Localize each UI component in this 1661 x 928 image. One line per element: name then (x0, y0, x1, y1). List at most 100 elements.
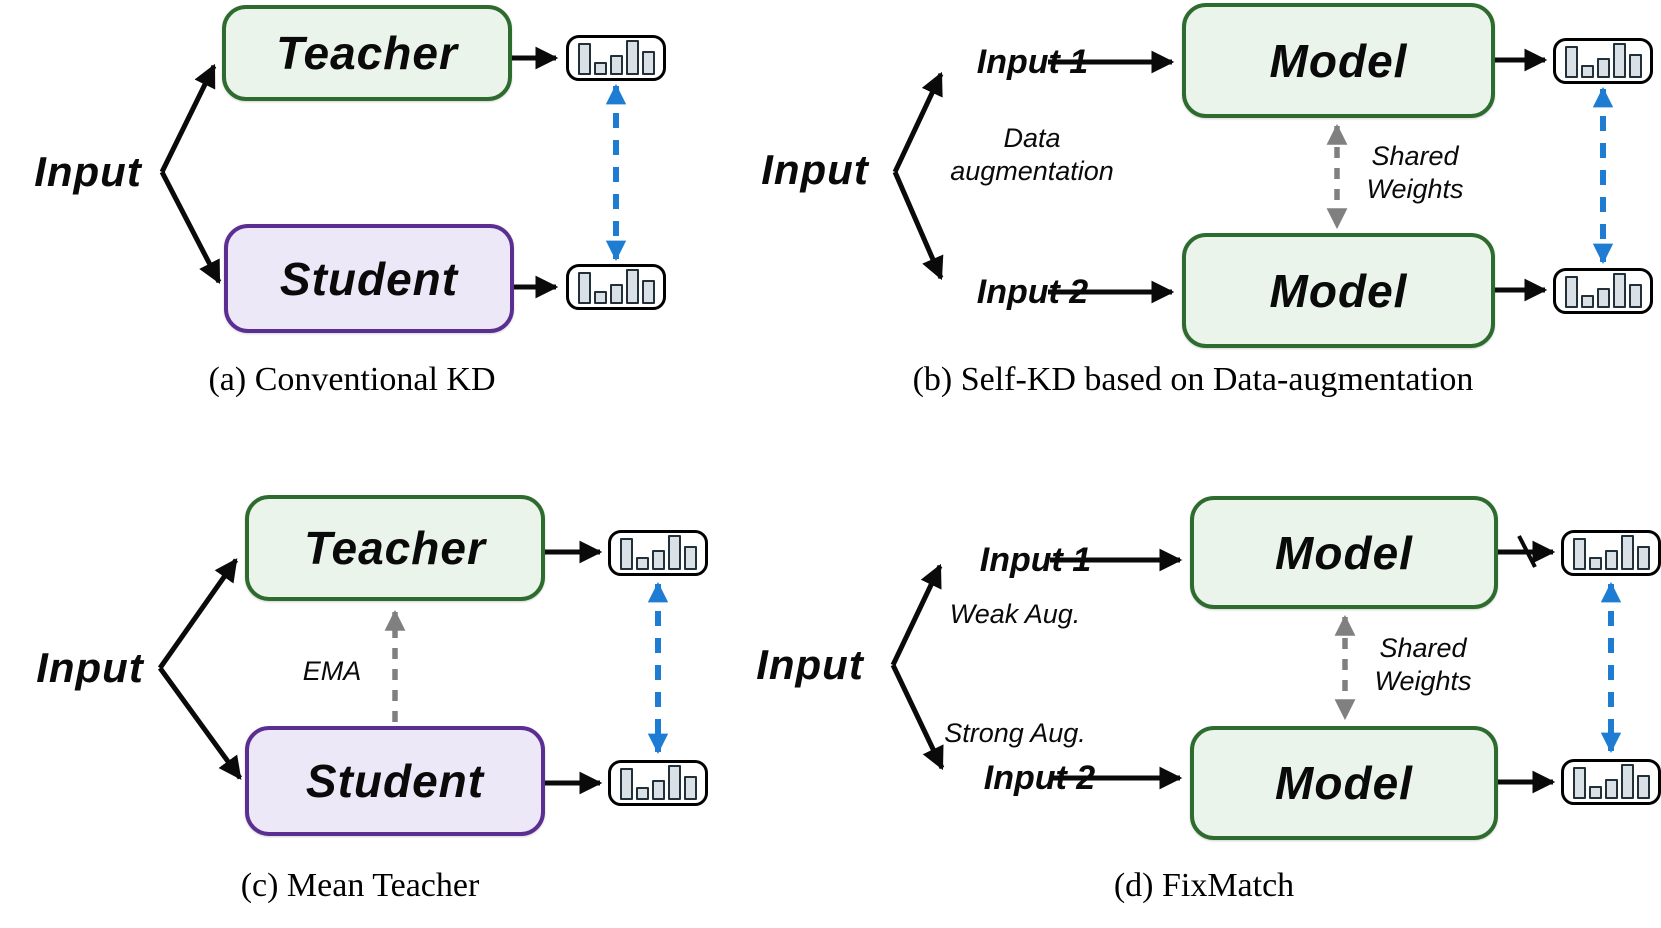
histogram-bar (1628, 53, 1642, 78)
histogram-icon (1561, 759, 1661, 805)
histogram-icon (1553, 268, 1653, 314)
panel-d-weak-aug-label: Weak Aug. (949, 599, 1081, 629)
panel-a-input-label: Input (34, 148, 142, 195)
panel-c-student-box: Student (245, 726, 545, 836)
histogram-bar (651, 779, 665, 800)
panel-d-arrows (890, 535, 1622, 794)
panel-a-teacher-box: Teacher (222, 5, 512, 101)
panel-b-arrows (892, 48, 1614, 304)
panel-d-model-top-label: Model (1275, 526, 1413, 579)
histogram-bar (609, 54, 623, 75)
histogram-bar (1612, 43, 1626, 78)
panel-b-data-augmentation-label: Data augmentation (932, 122, 1132, 188)
input-to-student-arrow (159, 170, 222, 285)
panel-c-caption: (c) Mean Teacher (240, 867, 480, 904)
panel-d-shared-weights-label: Shared Weights (1358, 632, 1488, 698)
histogram-bar (651, 549, 665, 570)
histogram-bar (593, 291, 607, 304)
histogram-bar (683, 545, 697, 570)
panel-a-teacher-label: Teacher (276, 27, 458, 79)
panel-d-model-top-box: Model (1190, 496, 1498, 609)
stop-gradient-slash-icon (1517, 535, 1537, 568)
panel-d-model-bottom-box: Model (1190, 726, 1498, 840)
panel-b-input1-label: Input 1 (976, 43, 1089, 81)
panel-c-teacher-box: Teacher (245, 495, 545, 601)
histogram-icon (566, 264, 666, 310)
input-branch-top-arrow (890, 563, 943, 667)
histogram-icon (608, 760, 708, 806)
panel-b-input-label: Input (761, 146, 869, 193)
histogram-bar (625, 269, 639, 304)
histogram-bar (1604, 778, 1618, 799)
histogram-bar (577, 272, 591, 304)
histogram-bar (1588, 557, 1602, 570)
histogram-bar (577, 43, 591, 75)
histogram-icon (1561, 530, 1661, 576)
histogram-bar (609, 283, 623, 304)
histogram-bar (1564, 276, 1578, 308)
histogram-bar (1572, 538, 1586, 570)
histogram-icon (566, 35, 666, 81)
panel-d-input2-label: Input 2 (983, 759, 1096, 797)
histogram-bar (1636, 774, 1650, 799)
histogram-bar (1628, 283, 1642, 308)
panel-d-input-label: Input (756, 641, 864, 688)
panel-b-model-top-label: Model (1269, 34, 1408, 87)
panel-b-caption: (b) Self-KD based on Data-augmentation (912, 361, 1474, 398)
histogram-bar (1604, 549, 1618, 570)
panel-b-model-bottom-box: Model (1182, 233, 1495, 348)
histogram-bar (641, 50, 655, 75)
panel-d-strong-aug-label: Strong Aug. (944, 718, 1086, 748)
panel-b-shared-weights-label: Shared Weights (1350, 140, 1480, 206)
histogram-bar (635, 557, 649, 570)
histogram-bar (1620, 535, 1634, 570)
histogram-bar (1596, 287, 1610, 308)
histogram-bar (1580, 295, 1594, 308)
histogram-bar (683, 775, 697, 800)
histogram-icon (1553, 38, 1653, 84)
input-branch-bottom-arrow (890, 663, 945, 771)
panel-d-shared-weights-line2: Weights (1374, 666, 1472, 696)
histogram-bar (625, 40, 639, 75)
histogram-bar (593, 62, 607, 75)
input-branch-bottom-arrow (892, 171, 944, 281)
panel-b-shared-weights-line2: Weights (1366, 174, 1464, 204)
panel-a-student-label: Student (279, 252, 459, 305)
histogram-bar (635, 787, 649, 800)
panel-b-data-augmentation-line1: Data (1003, 123, 1061, 153)
panel-c-teacher-label: Teacher (304, 522, 486, 574)
panel-b-input2-label: Input 2 (976, 273, 1089, 311)
histogram-bar (641, 279, 655, 304)
panel-d-caption: (d) FixMatch (1113, 867, 1295, 904)
histogram-bar (1596, 57, 1610, 78)
panel-c-arrows (157, 540, 669, 795)
panel-a-student-box: Student (224, 224, 514, 333)
panel-b-model-top-box: Model (1182, 3, 1495, 118)
input-to-student-arrow (157, 666, 243, 780)
histogram-bar (1612, 273, 1626, 308)
panel-d-model-bottom-label: Model (1275, 757, 1413, 809)
panel-d-input1-label: Input 1 (979, 541, 1092, 579)
histogram-bar (667, 535, 681, 570)
panel-c-ema-label: EMA (302, 656, 362, 686)
histogram-bar (1636, 545, 1650, 570)
histogram-bar (619, 768, 633, 800)
panel-d-shared-weights-line1: Shared (1379, 633, 1467, 663)
panel-b-model-bottom-label: Model (1269, 264, 1408, 317)
input-to-teacher-arrow (157, 558, 239, 670)
panel-a-caption: (a) Conventional KD (208, 361, 496, 398)
panel-a-arrows (159, 46, 627, 299)
panel-b-shared-weights-line1: Shared (1371, 141, 1459, 171)
histogram-bar (1572, 767, 1586, 799)
input-branch-top-arrow (892, 71, 944, 174)
histogram-bar (1620, 764, 1634, 799)
panel-c-input-label: Input (36, 644, 144, 691)
input-to-teacher-arrow (159, 63, 217, 174)
histogram-bar (619, 538, 633, 570)
panel-b-data-augmentation-line2: augmentation (950, 156, 1114, 186)
histogram-bar (667, 765, 681, 800)
histogram-bar (1588, 786, 1602, 799)
histogram-bar (1564, 46, 1578, 78)
